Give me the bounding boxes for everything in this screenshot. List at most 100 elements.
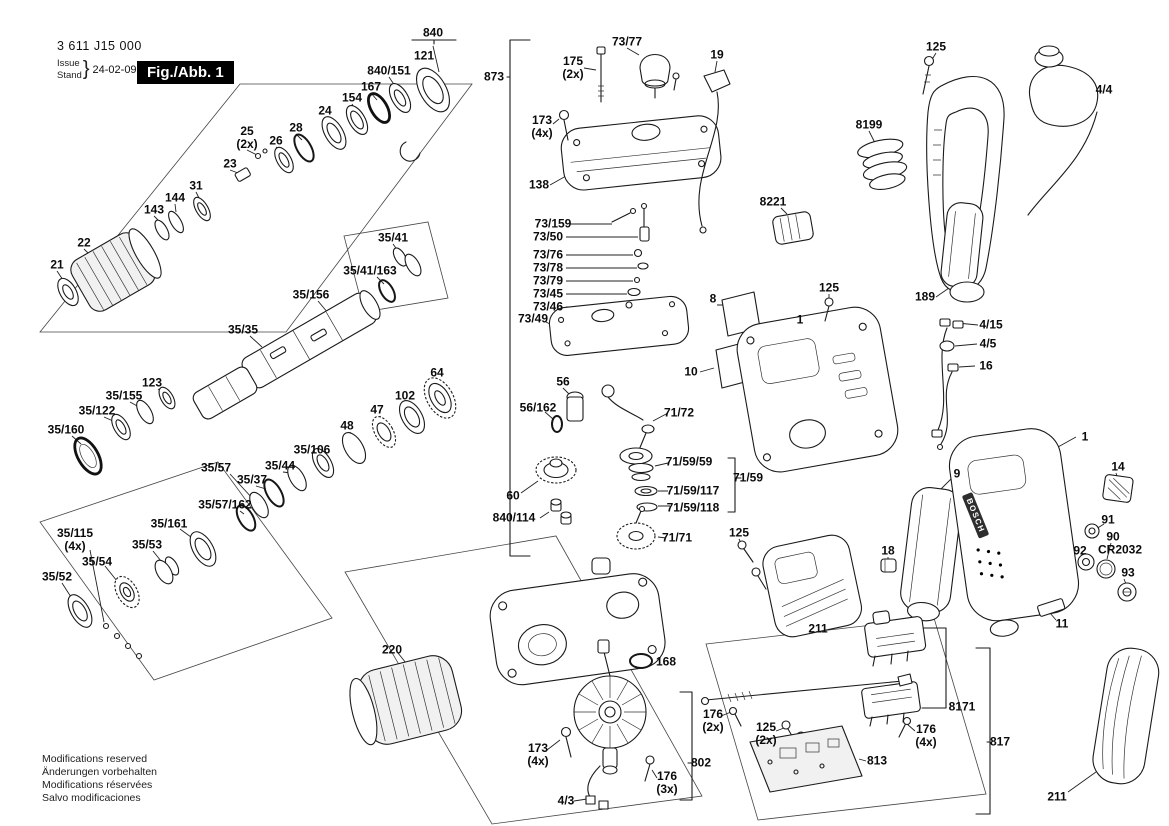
drawing-gear-housing [349,557,666,746]
part-callout: 71/72 [663,405,695,420]
part-callout: 35/44 [264,458,296,473]
part-callout: 35/156 [292,287,330,302]
part-callout: 73/77 [611,34,643,49]
part-callout: 35/122 [78,403,116,418]
part-callout: 73/79 [532,273,564,288]
issue-row: Issue Stand } 24-02-09 [57,58,142,81]
part-callout: 125 [818,280,840,295]
part-callout: 56 [556,374,570,389]
part-callout: 35/53 [131,537,163,552]
part-callout: 1 [796,312,804,327]
part-callout: 840/114 [492,510,536,525]
part-callout: 35/160 [47,422,85,437]
part-callout: 73/78 [532,260,564,275]
part-callout: 4/4 [1095,82,1113,97]
drawing-motor-assembly [560,639,655,810]
part-callout: 26 [269,133,283,148]
leader-lines [56,45,1127,802]
brace-glyph: } [82,58,90,80]
part-callout: 143 [143,202,165,217]
part-callout: 175 (2x) [562,53,584,81]
part-callout: 47 [370,402,384,417]
part-callout: 35/115 (4x) [56,525,94,553]
drawing-handle-assembly [772,45,1099,451]
part-callout: 10 [684,364,698,379]
part-callout: 14 [1111,459,1125,474]
drawing-housing-center-right [715,291,1080,638]
part-callout: 4/3 [557,793,575,808]
part-callout: 73/159 [534,216,572,231]
part-callout: 48 [340,418,354,433]
part-callout: 60 [506,488,520,503]
part-callout: 91 [1101,512,1115,527]
part-callout: 189 [914,289,936,304]
part-callout: 873 [483,69,505,84]
part-callout: 35/57/162 [198,497,252,512]
part-callout: CR2032 [1097,542,1143,557]
part-callout: 813 [866,753,888,768]
part-callout: 35/161 [150,516,188,531]
part-callout: 125 (2x) [755,719,777,747]
part-callout: 73/76 [532,247,564,262]
part-callout: 23 [223,156,237,171]
part-callout: 73/50 [532,229,564,244]
issue-stand-labels: Issue Stand [57,58,82,81]
modification-notes: Modifications reserved Änderungen vorbeh… [42,753,157,806]
part-callout: 121 [413,48,435,63]
drawing-barrel-assembly [57,67,451,312]
part-callout: 125 [728,525,750,540]
part-callout: 93 [1121,565,1135,580]
part-callout: 71/59/118 [666,500,720,515]
note-fr: Modifications réservées [42,779,153,792]
part-callout: 35/41/163 [343,263,397,278]
part-callout: 11 [1055,616,1069,631]
assembly-group-boxes [39,83,987,825]
drawing-hammer-mechanism [535,384,658,550]
part-callout: 35/37 [236,472,268,487]
title-block: 3 611 J15 000 Issue Stand } 24-02-09 [57,39,142,81]
part-callout: 9 [953,466,961,481]
part-callout: 90 [1106,529,1120,544]
part-callout: 71/59 [732,470,764,485]
drawing-clutch-stack [67,377,457,660]
part-callout: 8 [709,291,717,306]
part-callout: 102 [394,388,416,403]
part-callout: 19 [710,47,724,62]
part-callout: 211 [808,621,828,636]
part-callout: 35/106 [293,442,331,457]
part-callout: 73/46 [532,299,564,314]
drawing-spindle-assembly [73,247,422,476]
part-callout: 173 (4x) [531,112,553,140]
document-part-number: 3 611 J15 000 [57,39,142,53]
part-callout: 21 [50,257,64,272]
drawing-cover-plates [548,46,731,356]
part-callout: 35/52 [41,569,73,584]
drawing-switch-electronics [700,610,927,793]
part-callout: 817 [989,734,1011,749]
note-de: Änderungen vorbehalten [42,766,158,779]
part-callout: 35/35 [227,322,259,337]
part-callout: 73/49 [517,311,549,326]
part-callout: 35/155 [105,388,143,403]
part-callout: 123 [141,375,163,390]
part-callout: 176 (4x) [915,721,937,749]
part-callout: 22 [77,235,91,250]
part-callout: 220 [381,642,403,657]
part-callout: 64 [430,365,444,380]
part-callout: 28 [289,120,303,135]
part-callout: 35/54 [81,554,113,569]
part-callout: 31 [189,178,203,193]
part-callout: 4/5 [979,336,997,351]
part-callout: 840/151 [367,63,411,78]
part-callout: 16 [979,358,993,373]
issue-label: Issue [57,58,80,70]
drawing-small-parts-right [880,474,1160,785]
part-callout: 73/45 [532,286,564,301]
part-callout: 211 [1047,789,1067,804]
part-callout: 4/15 [979,317,1003,332]
part-callout: 71/59/117 [666,483,720,498]
reference-brackets [411,39,991,815]
part-callout: 92 [1073,543,1087,558]
